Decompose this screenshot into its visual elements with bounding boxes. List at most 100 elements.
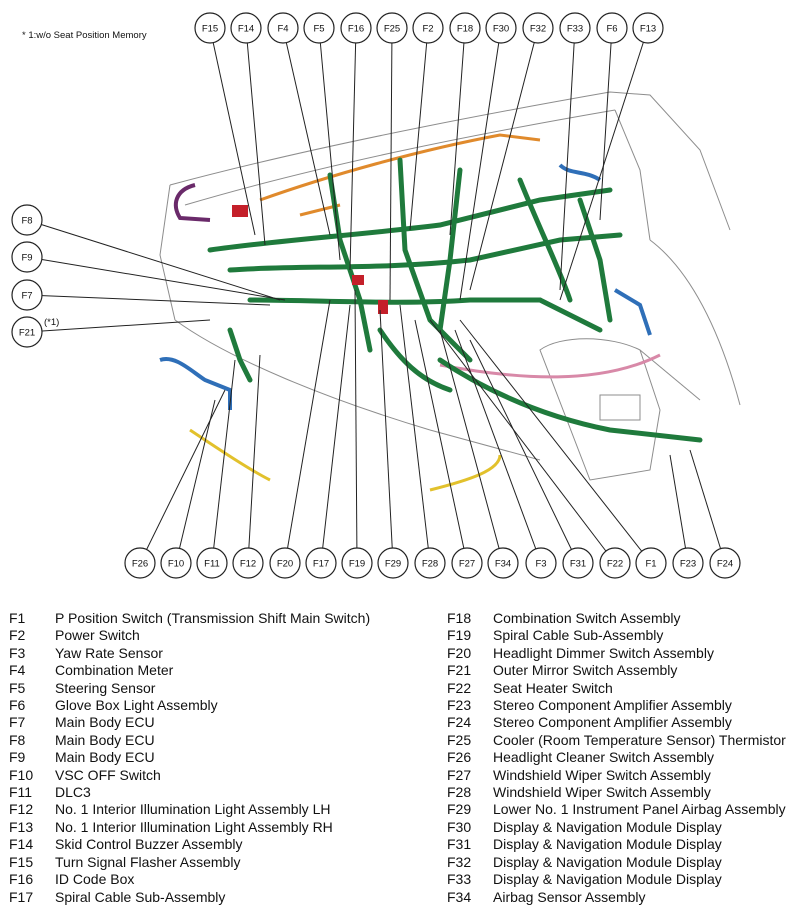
- callout-circle: [305, 547, 337, 579]
- legend-code: F21: [447, 662, 472, 679]
- leader-line-f30: [459, 27, 502, 301]
- callout-circle: [11, 204, 43, 236]
- callout-circle: [124, 547, 156, 579]
- legend-code: F15: [9, 853, 34, 870]
- legend-code: F26: [447, 749, 472, 766]
- callout-circle: [672, 547, 704, 579]
- callout-label: F9: [21, 253, 32, 264]
- leader-line-f3: [454, 329, 542, 564]
- harness-green: [207, 157, 703, 443]
- callout-circle: [377, 547, 409, 579]
- callout-f6: F6: [596, 12, 628, 44]
- callout-f1: F1: [635, 547, 667, 579]
- legend-code: F3: [9, 644, 26, 661]
- legend-code: F23: [447, 697, 472, 714]
- callout-label: F16: [348, 24, 364, 35]
- callout-f10: F10: [160, 547, 192, 579]
- legend-label: Seat Heater Switch: [493, 679, 613, 696]
- callout-label: F22: [607, 559, 623, 570]
- leader-line-f17: [320, 304, 351, 564]
- callout-f33: F33: [559, 12, 591, 44]
- harness-red: [232, 205, 388, 314]
- legend-label: Combination Switch Assembly: [493, 610, 681, 626]
- legend-label: Power Switch: [55, 627, 140, 644]
- legend-label: No. 1 Interior Illumination Light Assemb…: [55, 801, 331, 818]
- callout-label: F23: [680, 559, 696, 570]
- legend-code: F34: [447, 888, 472, 905]
- legend-row-f28: F28 Windshield Wiper Switch Assembly: [447, 784, 786, 801]
- legend-code: F31: [447, 836, 472, 853]
- legend-code: F25: [447, 731, 472, 748]
- leader-line-f1: [459, 319, 652, 564]
- callout-label: F10: [168, 559, 184, 570]
- callout-circle: [596, 12, 628, 44]
- legend-code: F4: [9, 662, 26, 679]
- legend-label: Glove Box Light Assembly: [55, 697, 218, 714]
- legend-label: Display & Navigation Module Display: [493, 871, 722, 888]
- callout-label: F3: [535, 559, 546, 570]
- callout-label: F17: [313, 559, 329, 570]
- callout-label: F26: [132, 559, 148, 570]
- legend-label: ID Code Box: [55, 871, 135, 888]
- leader-line-f29: [379, 309, 394, 564]
- callout-label: F19: [349, 559, 365, 570]
- callout-f28: F28: [414, 547, 446, 579]
- legend-label: Skid Control Buzzer Assembly: [55, 836, 243, 853]
- callout-f8: F8: [11, 204, 43, 236]
- callout-label: F28: [422, 559, 438, 570]
- callout-circle: [414, 547, 446, 579]
- leader-line-f25: [389, 27, 393, 301]
- leader-line-f8: [26, 219, 281, 301]
- legend-code: F18: [447, 610, 472, 626]
- callout-label: F5: [313, 24, 324, 35]
- legend-code: F11: [9, 784, 33, 801]
- legend-label: Spiral Cable Sub-Assembly: [55, 888, 226, 905]
- callout-f25: F25: [376, 12, 408, 44]
- callout-circle: [635, 547, 667, 579]
- legend-code: F28: [447, 784, 472, 801]
- legend-label: Windshield Wiper Switch Assembly: [493, 784, 711, 801]
- leader-line-f4: [282, 27, 331, 236]
- callout-f14: F14: [230, 12, 262, 44]
- legend-code: F1: [9, 610, 26, 626]
- callout-circle: [525, 547, 557, 579]
- callout-circle: [487, 547, 519, 579]
- legend-label: Outer Mirror Switch Assembly: [493, 662, 678, 679]
- legend-label: Display & Navigation Module Display: [493, 836, 722, 853]
- callout-f26: F26: [124, 547, 156, 579]
- callout-circle: [632, 12, 664, 44]
- callout-circle: [196, 547, 228, 579]
- callout-circle: [232, 547, 264, 579]
- legend-row-f33: F33 Display & Navigation Module Display: [447, 871, 786, 888]
- legend-label: Yaw Rate Sensor: [55, 644, 163, 661]
- legend-code: F10: [9, 766, 34, 783]
- callout-f15: F15: [194, 12, 226, 44]
- legend-label: P Position Switch (Transmission Shift Ma…: [55, 610, 371, 626]
- leader-line-f23: [669, 454, 689, 564]
- callout-label: F13: [640, 24, 656, 35]
- leader-line-f27: [414, 319, 468, 564]
- legend-label: No. 1 Interior Illumination Light Assemb…: [55, 818, 333, 835]
- leader-line-f6: [599, 27, 613, 221]
- harness-pink: [439, 353, 661, 379]
- callout-circle: [341, 547, 373, 579]
- legend-label: Lower No. 1 Instrument Panel Airbag Asse…: [493, 801, 786, 818]
- legend-code: F33: [447, 871, 472, 888]
- leader-line-f7: [26, 294, 271, 306]
- leader-line-f18: [449, 27, 466, 236]
- legend-code: F6: [9, 697, 26, 714]
- legend-label: Airbag Sensor Assembly: [493, 888, 646, 905]
- harness-purple: [173, 183, 211, 222]
- legend-left: F1 P Position Switch (Transmission Shift …: [9, 610, 370, 906]
